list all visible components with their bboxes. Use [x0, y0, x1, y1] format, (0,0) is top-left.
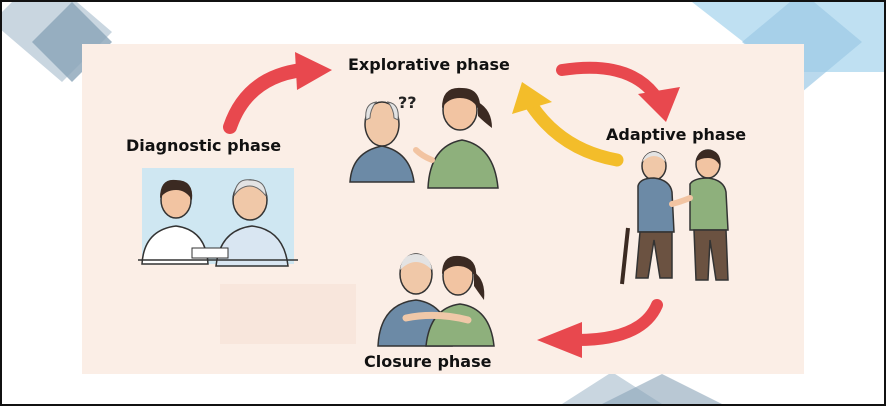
- arrow-adaptive-to-explorative: [525, 99, 624, 167]
- arrowhead-to-closure: [537, 322, 582, 358]
- explorative-phase-label: Explorative phase: [348, 55, 510, 74]
- arrowhead-to-explorative-yellow: [512, 82, 552, 114]
- arrow-adaptive-to-closure: [571, 299, 663, 346]
- adaptive-illustration: [620, 149, 729, 285]
- arrowhead-to-adaptive: [638, 87, 680, 122]
- diagnostic-illustration: [138, 168, 298, 267]
- arrowhead-to-explorative: [295, 52, 332, 90]
- deco-diamond-bottom-2: [602, 374, 722, 404]
- diagnostic-phase-label: Diagnostic phase: [126, 136, 282, 155]
- arrow-explorative-to-adaptive: [556, 61, 660, 100]
- closure-illustration: [377, 253, 495, 347]
- adaptive-phase-label: Adaptive phase: [606, 125, 747, 144]
- arrow-diagnostic-to-explorative: [223, 63, 309, 134]
- closure-phase-label: Closure phase: [364, 352, 492, 371]
- faint-box: [220, 284, 356, 344]
- svg-text:??: ??: [398, 93, 417, 112]
- explorative-illustration: ??: [349, 87, 499, 189]
